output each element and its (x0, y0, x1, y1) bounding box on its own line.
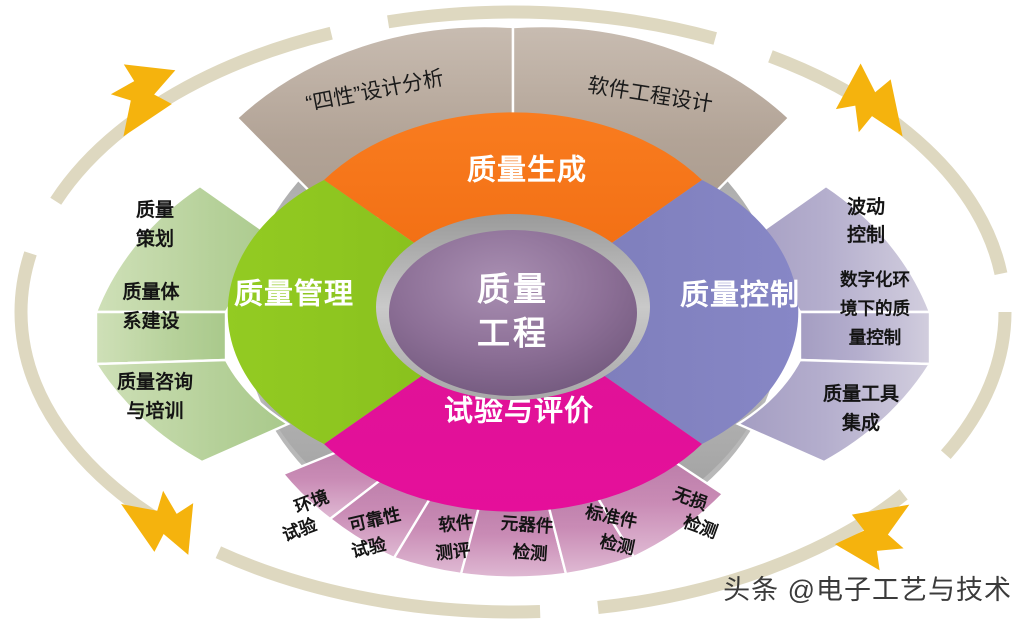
left-band-label-2-line1: 质量体 (122, 280, 180, 303)
left-band-segment-3[interactable] (93, 358, 291, 464)
arrow-top-left[interactable] (90, 44, 188, 148)
bottom-band-label-3-line2: 测评 (434, 540, 471, 564)
right-band-label-2-line3: 量控制 (849, 328, 902, 348)
cycle-ring-ellipse (14, 5, 1012, 619)
arrow-bottom-right-icon (834, 504, 910, 571)
inner-ring: 质量生成 质量控制 试验与评价 质量管理 (227, 112, 800, 512)
center-hub[interactable]: 质量 工程 (376, 214, 650, 400)
right-band: 波动 控制 数字化环 境下的质 量控制 质量工具 集成 (735, 184, 933, 464)
left-band-label-1-line2: 策划 (136, 227, 174, 250)
right-band-label-3-line1: 质量工具 (823, 383, 899, 405)
right-band-label-1-line1: 波动 (847, 195, 885, 218)
left-band-label-3-line1: 质量咨询 (117, 370, 193, 393)
left-band: 质量 策划 质量体 系建设 质量咨询 与培训 (93, 184, 291, 464)
right-band-label-2-line1: 数字化环 (840, 270, 910, 290)
cycle-arrows (90, 44, 930, 583)
arrow-bottom-left-icon (121, 490, 194, 555)
bottom-band-label-4-line2: 检测 (512, 541, 548, 563)
bottom-band-label-4-line1: 元器件 (500, 513, 554, 537)
bottom-band-label-1-line2: 试验 (280, 514, 320, 545)
inner-ring-label-quality-control: 质量控制 (680, 279, 800, 312)
inner-ring-segment-quality-control[interactable] (513, 180, 799, 444)
right-band-label-2-line2: 境下的质 (840, 299, 910, 319)
center-label-line1: 质量 (477, 271, 549, 308)
right-band-label-1-line2: 控制 (847, 223, 885, 246)
right-band-segment-3[interactable] (735, 358, 933, 464)
watermark-label: 头条 @电子工艺与技术 (723, 575, 1012, 605)
arrow-top-left-icon (110, 64, 176, 137)
arrow-top-right-icon (835, 63, 903, 137)
center-label-line2: 工程 (477, 315, 549, 352)
inner-ring-label-quality-management: 质量管理 (234, 277, 354, 311)
arrow-top-right[interactable] (822, 55, 920, 159)
bottom-band-label-6-line2: 检测 (681, 511, 721, 542)
inner-ring-segment-quality-generation[interactable] (324, 112, 702, 313)
left-band-label-1-line1: 质量 (136, 199, 174, 221)
inner-ring-segment-quality-management[interactable] (227, 180, 513, 444)
arrow-bottom-right[interactable] (826, 486, 930, 583)
center-hub-fill (389, 230, 637, 396)
left-band-label-3-line2: 与培训 (126, 399, 183, 422)
cycle-ring (14, 5, 1012, 619)
inner-ring-label-quality-generation: 质量生成 (467, 154, 587, 187)
arrow-bottom-left[interactable] (109, 470, 213, 568)
bottom-band-label-3-line1: 软件 (437, 512, 474, 536)
left-band-label-2-line2: 系建设 (122, 309, 179, 332)
inner-ring-segment-test-evaluation[interactable] (324, 312, 702, 512)
right-band-label-3-line2: 集成 (841, 411, 880, 434)
